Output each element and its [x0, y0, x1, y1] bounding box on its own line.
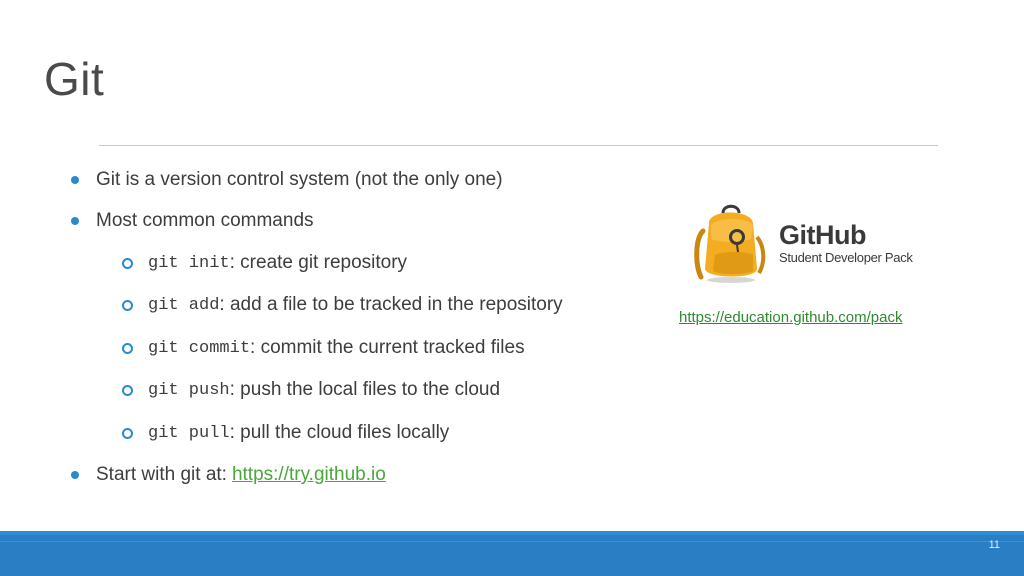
- bullet-item: Git is a version control system (not the…: [71, 169, 503, 191]
- try-github-link[interactable]: https://try.github.io: [231, 464, 386, 485]
- command-desc: : commit the current tracked files: [250, 337, 525, 358]
- command-code: git push: [148, 380, 230, 400]
- footer-accent-line: [0, 531, 1024, 535]
- command-item: git commit : commit the current tracked …: [122, 337, 525, 359]
- sub-bullet-ring-icon: [122, 384, 133, 396]
- page-title: Git: [44, 53, 105, 105]
- bullet-dot-icon: [71, 176, 79, 184]
- backpack-icon: [694, 204, 766, 283]
- command-code: git commit: [148, 338, 251, 358]
- command-item: git init : create git repository: [122, 252, 407, 274]
- sub-bullet-ring-icon: [122, 299, 133, 311]
- bullet-dot-icon: [71, 217, 79, 225]
- command-code: git pull: [148, 423, 230, 443]
- sub-bullet-ring-icon: [122, 342, 133, 354]
- bullet-text: Git is a version control system (not the…: [96, 169, 503, 190]
- command-desc: : pull the cloud files locally: [229, 422, 450, 443]
- sub-bullet-ring-icon: [122, 427, 133, 439]
- bullet-list: Git is a version control system (not the…: [71, 169, 563, 486]
- page-number: 11: [988, 539, 1000, 551]
- command-item: git push : push the local files to the c…: [122, 379, 500, 401]
- command-desc: : create git repository: [229, 252, 408, 273]
- command-item: git pull : pull the cloud files locally: [122, 422, 449, 444]
- github-student-pack-logo: GitHub Student Developer Pack: [693, 203, 923, 285]
- command-desc: : add a file to be tracked in the reposi…: [219, 294, 563, 315]
- footer-strip: [0, 541, 1024, 542]
- github-logo-title: GitHub: [779, 220, 866, 250]
- education-pack-link[interactable]: https://education.github.com/pack: [679, 309, 903, 326]
- command-code: git init: [148, 253, 230, 273]
- bullet-dot-icon: [71, 471, 79, 479]
- bullet-item: Most common commands: [71, 210, 314, 232]
- command-code: git add: [148, 295, 220, 315]
- sub-bullet-ring-icon: [122, 257, 133, 269]
- command-item: git add : add a file to be tracked in th…: [122, 294, 563, 316]
- bullet-text: Most common commands: [96, 210, 314, 231]
- github-logo-subtitle: Student Developer Pack: [779, 250, 913, 265]
- bullet-text: Start with git at:: [96, 464, 227, 485]
- command-desc: : push the local files to the cloud: [229, 379, 501, 400]
- title-divider: [99, 145, 938, 146]
- bullet-item: Start with git at: https://try.github.io: [71, 464, 386, 486]
